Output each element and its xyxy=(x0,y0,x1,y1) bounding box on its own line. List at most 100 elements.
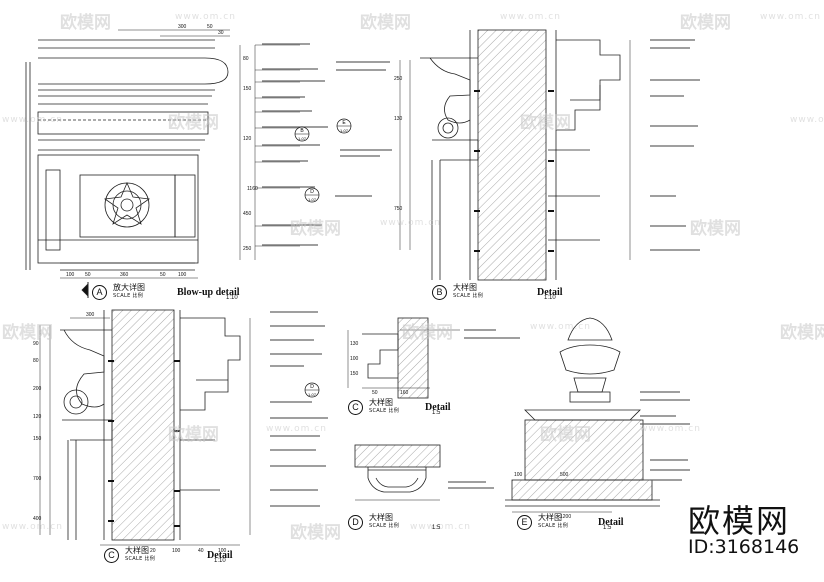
dim-a-bottom-3: 50 xyxy=(160,272,166,278)
dim-a-right-1: 150 xyxy=(243,86,252,92)
detail-d-marker: D xyxy=(348,514,363,530)
dim-a-top-0: 300 xyxy=(178,24,187,30)
detail-e-marker: E xyxy=(517,514,532,530)
dim-a-right-0: 80 xyxy=(243,56,249,62)
detail-c1-scale-label: SCALE 比例 xyxy=(125,556,156,562)
reference-tag-c1-letter: D xyxy=(310,384,314,390)
reference-tag-b1: E 1-07 xyxy=(336,118,352,134)
dim-e-bottom-2: 1200 xyxy=(560,514,571,520)
dim-c-left-0: 90 xyxy=(33,341,39,347)
detail-c2-marker: C xyxy=(348,399,363,415)
reference-tag-b1-ref: 1-07 xyxy=(340,128,349,133)
dim-c2-0: 130 xyxy=(350,341,359,347)
dim-e-bottom-0: 100 xyxy=(514,472,523,478)
detail-e-ratio: 1:5 xyxy=(603,525,612,531)
detail-a-notes xyxy=(262,43,328,246)
detail-e-drawing xyxy=(505,317,660,513)
reference-tag-a1: B 1-07 xyxy=(294,126,310,142)
dim-c-bottom-3: 100 xyxy=(218,548,227,554)
detail-a-drawing xyxy=(25,29,256,298)
detail-c2-drawing xyxy=(347,317,460,399)
detail-c1-anchors xyxy=(108,360,180,527)
dim-c-left-2: 200 xyxy=(33,386,42,392)
detail-b-anchors xyxy=(474,90,554,252)
dim-c2-3: 50 xyxy=(372,390,378,396)
detail-d-ratio: 1:5 xyxy=(432,525,441,531)
brand-id-label: ID:3168146 xyxy=(688,536,800,558)
reference-tag-b1-letter: E xyxy=(342,120,346,126)
dim-a-bottom-1: 50 xyxy=(85,272,91,278)
detail-a-marker: A xyxy=(92,284,107,300)
dim-a-top-2: 30 xyxy=(218,30,224,36)
dim-a-bottom-4: 100 xyxy=(178,272,187,278)
detail-d-scale-label: SCALE 比例 xyxy=(369,523,400,529)
dim-c2-2: 150 xyxy=(350,371,359,377)
detail-a-scale-label: SCALE 比例 xyxy=(113,293,144,299)
detail-a-title-cn: 放大详图 xyxy=(113,283,145,292)
dim-b-left-0: 250 xyxy=(394,76,403,82)
detail-e-scale-label: SCALE 比例 xyxy=(538,523,569,529)
dim-e-bottom-1: 500 xyxy=(560,472,569,478)
dim-c-left-5: 700 xyxy=(33,476,42,482)
dim-c-bottom-2: 40 xyxy=(198,548,204,554)
detail-e-notes xyxy=(640,391,690,481)
detail-b-ratio: 1:10 xyxy=(544,295,556,301)
detail-c2-scale-label: SCALE 比例 xyxy=(369,408,400,414)
dim-a-right-5: 250 xyxy=(243,246,252,252)
reference-tag-a3-letter: D xyxy=(310,189,314,195)
detail-a-title-en: Blow-up detail xyxy=(177,286,240,298)
dim-c-left-4: 150 xyxy=(33,436,42,442)
detail-a-ratio: 1:10 xyxy=(226,295,238,301)
detail-c2-ratio: 1:5 xyxy=(432,410,441,416)
dim-b-left-1: 130 xyxy=(394,116,403,122)
dim-b-left-2: 750 xyxy=(394,206,403,212)
detail-c1-title-en: Detail xyxy=(207,549,233,561)
dim-c-bottom-1: 100 xyxy=(172,548,181,554)
dim-a-right-4: 450 xyxy=(243,211,252,217)
detail-d-notes xyxy=(448,481,494,489)
dim-c-top-0: 300 xyxy=(86,312,95,318)
dim-c2-4: 160 xyxy=(400,390,409,396)
reference-tag-a1-ref: 1-07 xyxy=(298,136,307,141)
dim-a-bottom-2: 360 xyxy=(120,272,129,278)
detail-e-title-en: Detail xyxy=(598,516,624,528)
dim-a-bottom-0: 100 xyxy=(66,272,75,278)
reference-tag-c1: D 1-07 xyxy=(304,382,320,398)
detail-b-title-en: Detail xyxy=(537,286,563,298)
detail-b-title-cn: 大样图 xyxy=(453,283,477,292)
reference-tag-c1-ref: 1-07 xyxy=(308,392,317,397)
detail-c1-marker: C xyxy=(104,547,119,563)
reference-tag-a3: D 1-07 xyxy=(304,187,320,203)
detail-c1-title-cn: 大样图 xyxy=(125,546,149,555)
dim-a-right-2: 120 xyxy=(243,136,252,142)
detail-e-title-cn: 大样图 xyxy=(538,513,562,522)
dim-a-top-1: 50 xyxy=(207,24,213,30)
reference-tag-a1-letter: B xyxy=(300,128,304,134)
detail-c1-ratio: 1:10 xyxy=(214,558,226,564)
reference-tag-a3-ref: 1-07 xyxy=(308,197,317,202)
dim-a-right-3: 1160 xyxy=(247,186,258,192)
dim-c2-1: 100 xyxy=(350,356,359,362)
detail-c2-notes xyxy=(464,329,520,339)
detail-c2-title-en: Detail xyxy=(425,401,451,413)
detail-b-drawing xyxy=(399,29,631,281)
detail-d-drawing xyxy=(354,444,441,501)
detail-b-notes xyxy=(335,39,700,251)
dim-c-bottom-0: 20 xyxy=(150,548,156,554)
detail-c1-drawing xyxy=(39,309,251,546)
brand-logo: 欧模网 xyxy=(688,502,791,540)
detail-b-marker: B xyxy=(432,284,447,300)
dim-c-left-3: 120 xyxy=(33,414,42,420)
detail-c1-notes xyxy=(270,311,328,507)
dim-c-left-6: 400 xyxy=(33,516,42,522)
detail-c2-title-cn: 大样图 xyxy=(369,398,393,407)
dim-c-left-1: 80 xyxy=(33,358,39,364)
detail-d-title-cn: 大样图 xyxy=(369,513,393,522)
